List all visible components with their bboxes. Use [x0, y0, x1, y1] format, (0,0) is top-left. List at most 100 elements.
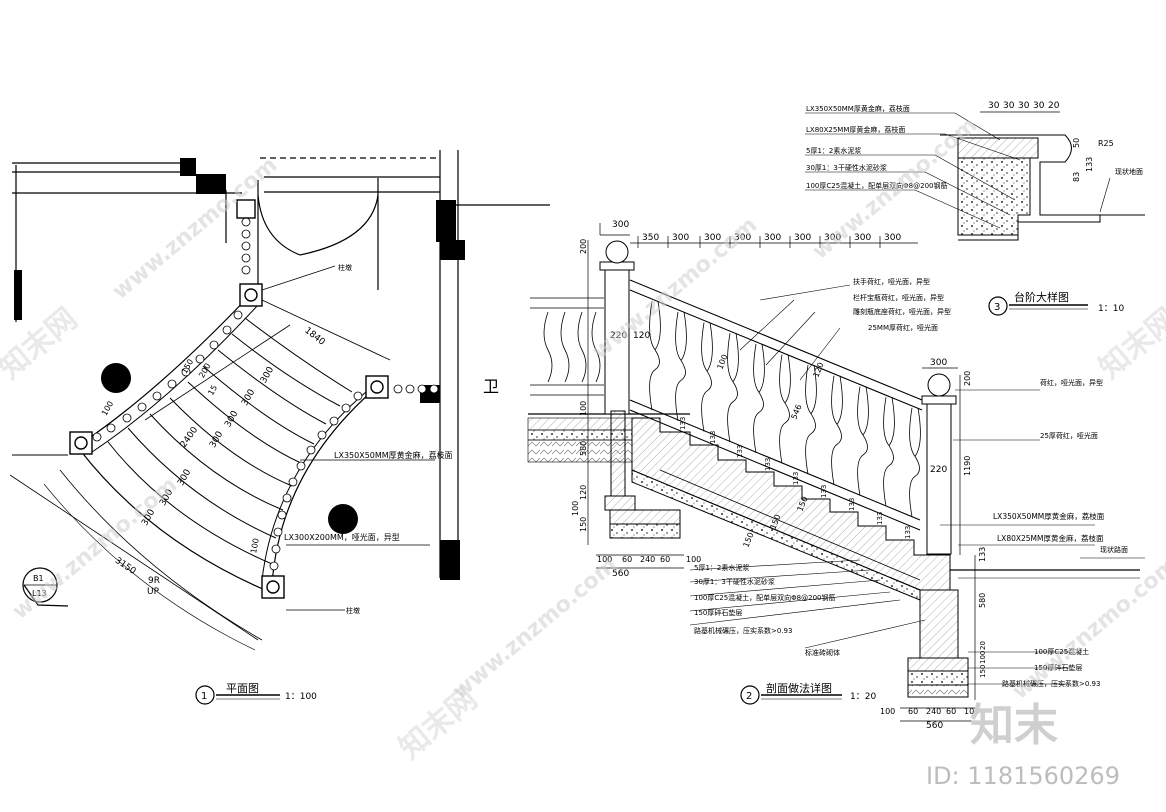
section-note-baluster: 栏杆宝瓶荷红，哑光面，异型: [853, 293, 944, 302]
section-bottom-dim-4: 100: [686, 555, 701, 564]
section-baluster-3: [727, 333, 738, 443]
section-riser-3: 133: [764, 458, 772, 471]
section-baluster-edge-4: [758, 343, 765, 393]
plan-dim-tread-1: 300: [259, 365, 276, 385]
section-right-20: 20: [979, 641, 987, 650]
plan-wall-blocks: [14, 158, 465, 580]
section-note-existing: 现状路面: [1100, 545, 1128, 554]
section-baluster-edge-5: [784, 354, 791, 404]
section-baluster-6: [805, 365, 816, 475]
section-note-post-cap: 荷红，哑光面，异型: [1040, 378, 1103, 387]
section-right-post: [907, 373, 969, 698]
detail-top-dim-4: 20: [1048, 101, 1060, 111]
section-baluster-edge-2: [706, 322, 713, 372]
section-note-l1: 5厚1：2素水泥浆: [694, 563, 749, 572]
detail-title-block: [988, 296, 1088, 316]
plan-title: 平面图: [226, 682, 259, 695]
section-dim-200-top: 200: [579, 239, 588, 254]
detail-top-dim-1: 30: [1003, 101, 1015, 111]
plan-detail-bubble: [22, 567, 69, 607]
detail-section: [940, 134, 1145, 241]
watermark-brand-2: 知末网: [393, 681, 484, 766]
plan-dimension-lines: [9, 299, 391, 641]
section-top-dim-3: 300: [704, 233, 721, 243]
plan-leaders: [261, 265, 435, 611]
plan-room-char: 卫: [483, 377, 499, 396]
section-top-dim-2: 300: [672, 233, 689, 243]
section-riser-4: 133: [792, 472, 800, 485]
section-baluster-4: [753, 343, 764, 453]
detail-note-3: 30厚1：3干硬性水泥砂浆: [806, 163, 887, 172]
detail-note-0: LX350X50MM厚黄金麻，荔枝面: [806, 104, 910, 113]
plan-dim-tread-5: 300: [176, 468, 193, 488]
section-leaders: [689, 284, 1145, 685]
plan-up-label: UP: [147, 587, 160, 597]
section-dim-220: 220: [610, 331, 627, 341]
section-right-post-h1: 200: [963, 371, 972, 386]
section-bottom-dim-0: 100: [597, 555, 612, 564]
section-baluster-edge-9: [888, 397, 895, 446]
section-baluster-dim-546: 546: [790, 403, 804, 421]
section-baluster-edge-8: [862, 386, 869, 436]
section-dim-150b: 150: [579, 517, 588, 532]
section-dim-120b: 120: [579, 485, 588, 500]
section-note-rail-cap: 扶手荷红，哑光面，异型: [853, 277, 930, 286]
plan-handrail-note: LX350X50MM厚黄金麻，荔枝面: [334, 450, 453, 460]
section-top-dim-line: [600, 234, 918, 244]
section-riser-6: 133: [848, 498, 856, 511]
section-riser-1: 133: [709, 431, 717, 444]
detail-note-4: 100厚C25混凝土，配单层双向Φ8@200钢筋: [806, 181, 947, 190]
section-baluster-edge-0: [654, 301, 661, 350]
section-baluster-1: [675, 311, 686, 421]
plan-dim-2400: 2400: [179, 425, 200, 450]
section-right-bottom-dim-3: 60: [946, 707, 956, 716]
section-note-l5: 路基机械碾压，压实系数>0.93: [694, 626, 792, 635]
detail-note-2: 5厚1：2素水泥浆: [806, 146, 861, 155]
section-right-bottom-dim-4: 100: [964, 707, 979, 716]
plan-walls: [12, 150, 550, 578]
section-right-bottom-dim-2: 240: [926, 707, 941, 716]
plan-dim-tread-2: 300: [240, 388, 257, 408]
section-bottom-dim-1: 60: [622, 555, 632, 564]
section-note-rail-25: 25MM厚荷红，哑光面: [868, 323, 938, 332]
plan-dim-tread-3: 300: [223, 409, 240, 429]
section-top-dim-0: 300: [612, 220, 629, 230]
plan-steps-label: 9R: [148, 576, 160, 586]
section-riser-8: 133: [904, 526, 912, 539]
detail-leaders: [805, 112, 1111, 229]
section-slope-dim-0: 150: [742, 531, 756, 549]
watermark-url-5: www.znzmo.com: [448, 553, 622, 705]
plan-pillar-label-bottom: 柱墩: [346, 606, 360, 615]
section-right-bottom-dim-0: 100: [880, 707, 895, 716]
detail-title-number: 3: [994, 302, 1000, 313]
section-baluster-9: [883, 397, 894, 507]
section-left-post: [599, 240, 681, 539]
section-dim-120: 120: [633, 331, 650, 341]
watermark-logo: 知末: [970, 700, 1058, 751]
watermark-url-4: www.znzmo.com: [8, 473, 182, 625]
section-note-r3: 路基机械碾压，压实系数>0.93: [1002, 679, 1100, 688]
watermark-brand-3: 知末网: [1093, 301, 1166, 386]
section-ground-right: [950, 569, 1140, 579]
section-top-dim-4: 300: [734, 233, 751, 243]
section-top-dim-1: 350: [642, 233, 659, 243]
section-baluster-2: [701, 322, 712, 432]
section-baluster-8: [857, 386, 868, 496]
plan-pier-circle-2: [328, 504, 358, 534]
plan-detail-bubble-bottom: L13: [32, 589, 47, 598]
section-right-580: 580: [978, 593, 987, 608]
section-baluster-edge-10: [914, 407, 921, 457]
detail-scale: 1：10: [1098, 304, 1124, 314]
section-dim-100b: 100: [571, 501, 580, 516]
section-top-dim-6: 300: [794, 233, 811, 243]
section-note-post-25: 25厚荷红，哑光面: [1040, 431, 1098, 440]
section-baluster-edge-1: [680, 311, 687, 361]
plan-pier-circle-1: [101, 363, 131, 393]
section-handrail: [629, 279, 923, 531]
section-baluster-7: [831, 375, 842, 485]
